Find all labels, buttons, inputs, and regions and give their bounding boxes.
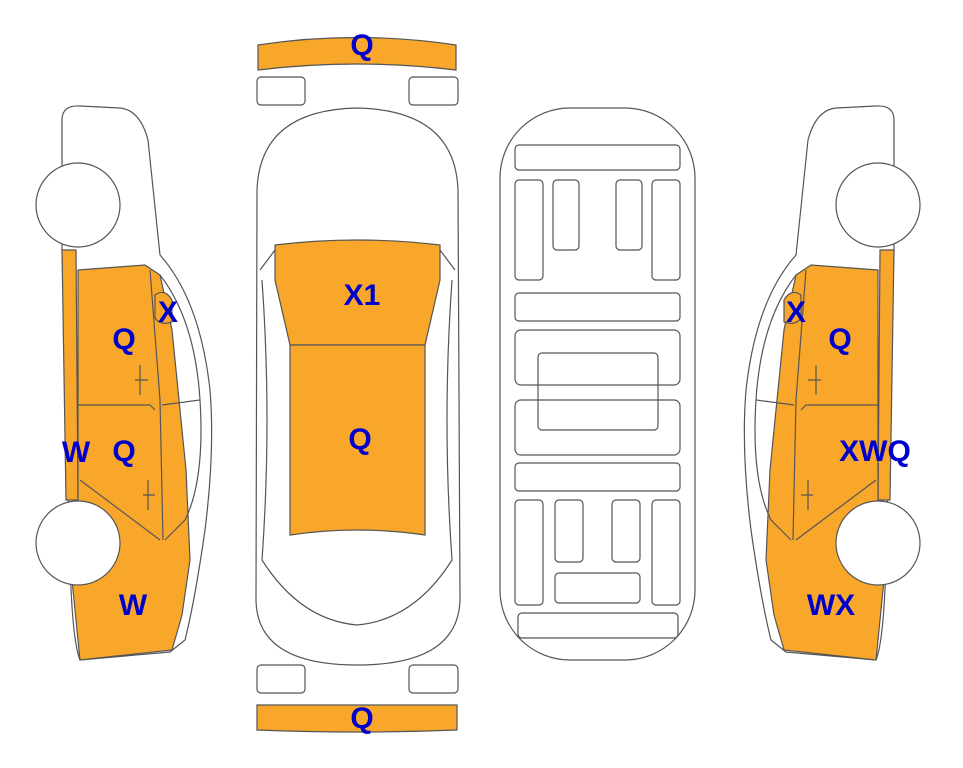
pillar-lines — [259, 249, 456, 626]
roof-front-panel — [274, 239, 441, 346]
front-bumper — [257, 36, 457, 71]
label-right-rear-door: XWQ — [839, 435, 911, 468]
left-mirror — [154, 291, 173, 324]
right-mirror-top — [408, 76, 459, 106]
roof-main-panel — [289, 344, 426, 536]
label-right-mirror: X — [785, 296, 807, 329]
top-view — [255, 36, 461, 733]
rear-bumper — [256, 704, 458, 733]
label-left-rocker: W — [61, 436, 91, 469]
front-wheel — [35, 162, 121, 248]
rear-wheel — [35, 500, 121, 586]
label-right-front-door: Q — [828, 323, 852, 356]
left-side-view — [35, 105, 213, 661]
door-line — [78, 269, 164, 541]
label-left-rear-fender: W — [118, 589, 148, 622]
right-tail-top — [408, 664, 459, 694]
right-side-view — [743, 105, 921, 661]
underside-view — [499, 107, 696, 661]
label-left-front-door: Q — [112, 323, 136, 356]
label-front-bumper: Q — [350, 29, 374, 62]
label-right-rear-fender: WX — [806, 589, 856, 622]
left-mirror-top — [256, 76, 306, 106]
left-tail-top — [256, 664, 306, 694]
label-left-rear-door: Q — [112, 435, 136, 468]
label-roof-front: X1 — [343, 279, 381, 312]
underside-outline — [499, 107, 696, 661]
label-rear-bumper: Q — [350, 702, 374, 735]
door-handle — [135, 365, 155, 510]
label-left-mirror: X — [157, 296, 179, 329]
window-line — [159, 274, 202, 541]
label-roof-main: Q — [348, 423, 372, 456]
